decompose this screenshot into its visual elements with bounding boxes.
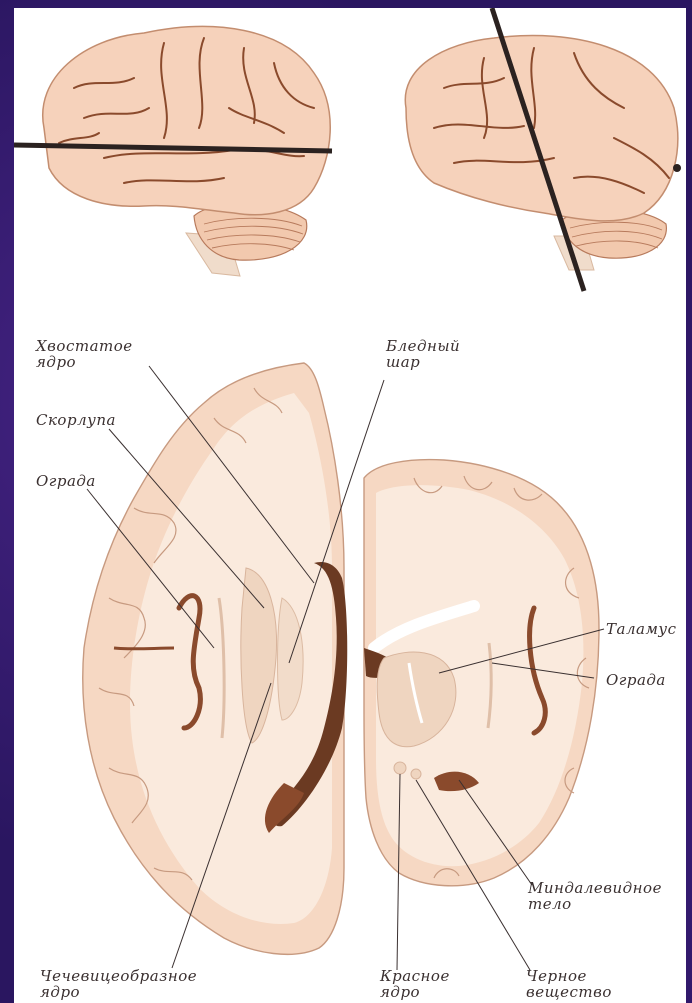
horizontal-section-left xyxy=(83,363,348,954)
cerebrum-left xyxy=(43,26,331,214)
label-thalamus: Таламус xyxy=(606,621,676,637)
lateral-brain-left xyxy=(14,26,332,276)
label-claustrum-left: Ограда xyxy=(36,473,96,489)
label-substantia-nigra: Черное вещество xyxy=(526,968,612,1000)
occipital-notch xyxy=(673,164,681,172)
label-caudate-nucleus: Хвостатое ядро xyxy=(36,338,133,370)
substantia-nigra-right xyxy=(411,769,421,779)
label-amygdala: Миндалевидное тело xyxy=(528,880,662,912)
brain-illustration xyxy=(14,8,686,1003)
label-lentiform-nucleus: Чечевицеобразное ядро xyxy=(40,968,197,1000)
label-putamen: Скорлупа xyxy=(36,412,116,428)
figure-panel: Хвостатое ядро Бледный шар Скорлупа Огра… xyxy=(14,8,686,1003)
label-globus-pallidus: Бледный шар xyxy=(386,338,460,370)
label-red-nucleus: Красное ядро xyxy=(380,968,450,1000)
lateral-brain-right xyxy=(405,8,681,291)
label-claustrum-right: Ограда xyxy=(606,672,666,688)
cerebrum-right xyxy=(405,36,677,221)
red-nucleus-right xyxy=(394,762,406,774)
lateral-sulcus-left xyxy=(114,648,174,649)
